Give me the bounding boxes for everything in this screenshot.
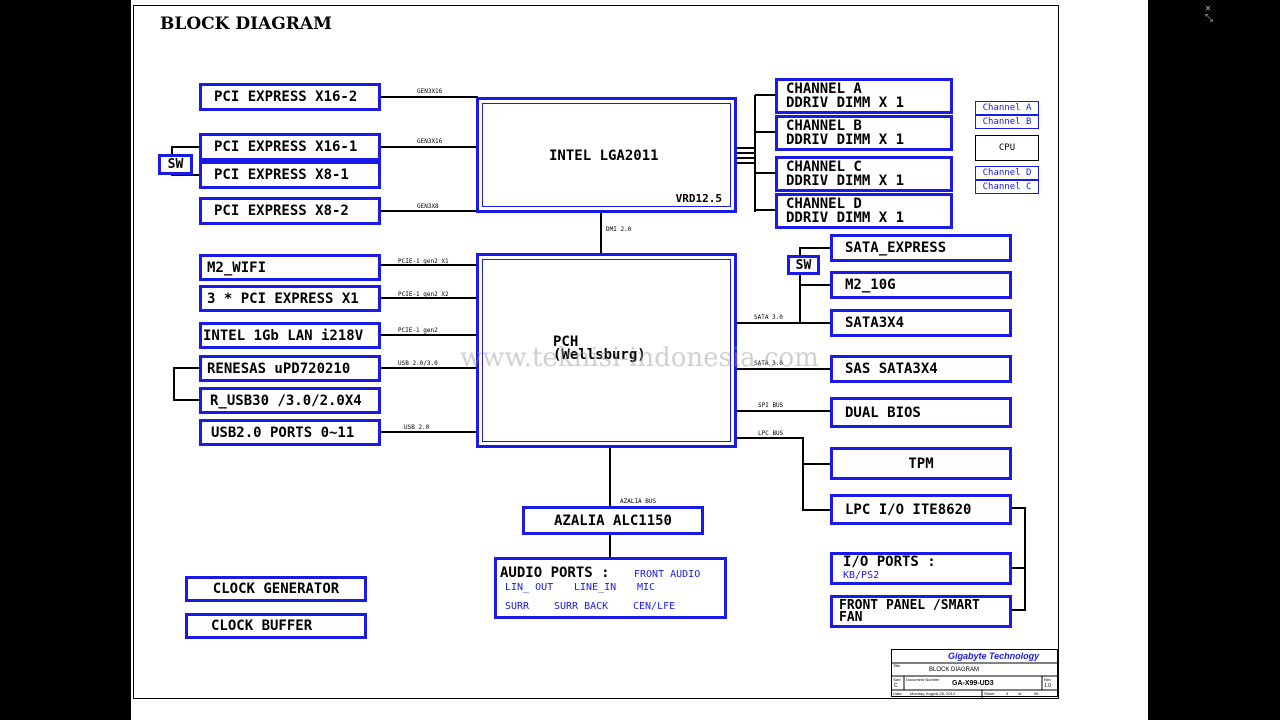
pch-name: PCH — [553, 334, 579, 350]
pch-subtitle: (Wellsburg) — [553, 347, 646, 363]
page-title: BLOCK DIAGRAM — [160, 14, 332, 34]
bus-label-pcie2: PCIE-1 gen2 X2 — [398, 291, 449, 298]
sheet-label: Sheet — [984, 691, 995, 696]
legend-channel-d: Channel D — [975, 166, 1039, 180]
size-label: Size — [893, 677, 901, 682]
title-block-grid — [892, 662, 1059, 698]
memory-channel-b-name: CHANNEL B — [786, 118, 862, 134]
size-value: C — [894, 683, 898, 689]
bus-label-lpc: LPC BUS — [758, 430, 784, 437]
rev-label: Rev — [1044, 677, 1052, 682]
memory-channel-d-name: CHANNEL D — [786, 196, 862, 212]
pcie-slot-x16-1: PCI EXPRESS X16-1 — [199, 133, 381, 161]
title-label: Title — [893, 663, 901, 668]
of-value: 56 — [1034, 691, 1039, 696]
sata-switch: SW — [787, 255, 820, 275]
memory-channel-a-name: CHANNEL A — [786, 81, 862, 97]
cpu-block: INTEL LGA2011 VRD12.5 — [476, 97, 737, 213]
close-icon[interactable]: ✕ — [1205, 3, 1212, 14]
lpc-io-block: LPC I/O ITE8620 — [830, 494, 1012, 525]
lan-block: INTEL 1Gb LAN i218V — [199, 322, 381, 349]
memory-channel-d: CHANNEL D DDRIV DIMM X 1 — [775, 193, 953, 229]
bus-label-dmi: DMI 2.0 — [606, 226, 632, 233]
date-value: Monday, August 25, 2014 — [910, 691, 956, 696]
audio-lin-out: LIN_ OUT — [505, 582, 554, 593]
memory-channel-c-dimm: DDRIV DIMM X 1 — [786, 173, 905, 189]
memory-channel-a: CHANNEL A DDRIV DIMM X 1 — [775, 78, 953, 114]
memory-channel-d-dimm: DDRIV DIMM X 1 — [786, 210, 905, 226]
clock-buffer-block: CLOCK BUFFER — [185, 613, 367, 639]
bus-label-usb30: USB 2.0/3.0 — [398, 360, 438, 367]
usb-controller-block: RENESAS uPD720210 — [199, 355, 381, 382]
bus-label-gen3x16-a: GEN3X16 — [417, 88, 443, 95]
bus-label-gen3x8: GEN3X8 — [417, 203, 439, 210]
audio-cen-lfe: CEN/LFE — [633, 601, 676, 612]
doc-label: Document Number — [906, 677, 940, 682]
usb20-ports-block: USB2.0 PORTS 0~11 — [199, 419, 381, 446]
io-ports-title: I/O PORTS : — [843, 553, 936, 570]
front-panel-block: FRONT PANEL /SMART FAN — [830, 595, 1012, 628]
clock-generator-block: CLOCK GENERATOR — [185, 576, 367, 602]
memory-channel-a-dimm: DDRIV DIMM X 1 — [786, 95, 905, 111]
dual-bios-block: DUAL BIOS — [830, 397, 1012, 428]
watermark: www.teknisi-indonesia.com — [460, 343, 819, 373]
pcie-slot-x8-1: PCI EXPRESS X8-1 — [199, 161, 381, 189]
sata3x4-block: SATA3X4 — [830, 309, 1012, 337]
pcie-slot-x16-2: PCI EXPRESS X16-2 — [199, 83, 381, 111]
drawing-frame — [133, 5, 1059, 699]
audio-surr: SURR — [505, 601, 530, 612]
front-panel-line1: FRONT PANEL /SMART — [839, 597, 980, 613]
company-name: Gigabyte Technology — [948, 651, 1040, 661]
audio-ports-title: AUDIO PORTS : — [500, 565, 610, 581]
m2-wifi-block: M2_WIFI — [199, 254, 381, 281]
of-label: of — [1018, 691, 1022, 696]
legend-channel-a: Channel A — [975, 101, 1039, 115]
tpm-block: TPM — [830, 447, 1012, 480]
bus-label-pcie1: PCIE-1 gen2 X1 — [398, 258, 449, 265]
cpu-vrd: VRD12.5 — [675, 192, 722, 205]
bus-label-usb20: USB 2.0 — [404, 424, 430, 431]
legend-channel-c: Channel C — [975, 180, 1039, 194]
doc-value: GA-X99-UD3 — [952, 680, 994, 687]
title-block: Gigabyte Technology Title BLOCK DIAGRAM … — [891, 649, 1059, 698]
pch-block: PCH (Wellsburg) — [476, 253, 737, 448]
pcie-slot-x8-2: PCI EXPRESS X8-2 — [199, 197, 381, 225]
audio-front: FRONT AUDIO — [634, 569, 701, 580]
audio-surr-back: SURR BACK — [554, 601, 609, 612]
rev-value: 1.0 — [1044, 683, 1051, 689]
io-ports-block: I/O PORTS : KB/PS2 — [830, 552, 1012, 585]
pcie-switch: SW — [158, 154, 193, 175]
date-label: Date: — [893, 691, 903, 696]
bus-label-spi: SPI BUS — [758, 402, 784, 409]
azalia-codec-block: AZALIA ALC1150 — [522, 506, 704, 535]
pcie-x1-block: 3 * PCI EXPRESS X1 — [199, 285, 381, 312]
bus-label-sata30a: SATA 3.0 — [754, 314, 783, 321]
bus-label-gen3x16-b: GEN3X16 — [417, 138, 443, 145]
expand-icon[interactable]: ⤡ — [1205, 13, 1213, 24]
bus-label-sata30b: SATA 3.0 — [754, 360, 783, 367]
memory-channel-c-name: CHANNEL C — [786, 159, 862, 175]
window-controls: ✕ ⤡ — [1205, 4, 1213, 24]
audio-mic: MIC — [637, 582, 656, 593]
sas-sata3x4-block: SAS SATA3X4 — [830, 355, 1012, 383]
bus-label-pcie3: PCIE-1 gen2 — [398, 327, 438, 334]
audio-ports-block: AUDIO PORTS : FRONT AUDIO LIN_ OUT LINE_… — [494, 557, 727, 619]
sheet-value: 3 — [1006, 691, 1009, 696]
cpu-name: INTEL LGA2011 — [549, 148, 659, 164]
m2-10g-block: M2_10G — [830, 271, 1012, 299]
io-ports-sub: KB/PS2 — [843, 569, 880, 581]
memory-channel-b-dimm: DDRIV DIMM X 1 — [786, 132, 905, 148]
memory-channel-b: CHANNEL B DDRIV DIMM X 1 — [775, 115, 953, 151]
legend-cpu: CPU — [975, 135, 1039, 161]
memory-channel-c: CHANNEL C DDRIV DIMM X 1 — [775, 156, 953, 192]
audio-line-in: LINE_IN — [574, 582, 617, 593]
legend-channel-b: Channel B — [975, 115, 1039, 129]
title-value: BLOCK DIAGRAM — [929, 667, 980, 673]
usb30-ports-block: R_USB30 /3.0/2.0X4 — [199, 387, 381, 414]
front-panel-line2: FAN — [839, 609, 863, 625]
sata-express-block: SATA_EXPRESS — [830, 234, 1012, 262]
bus-label-azalia: AZALIA BUS — [620, 498, 657, 505]
